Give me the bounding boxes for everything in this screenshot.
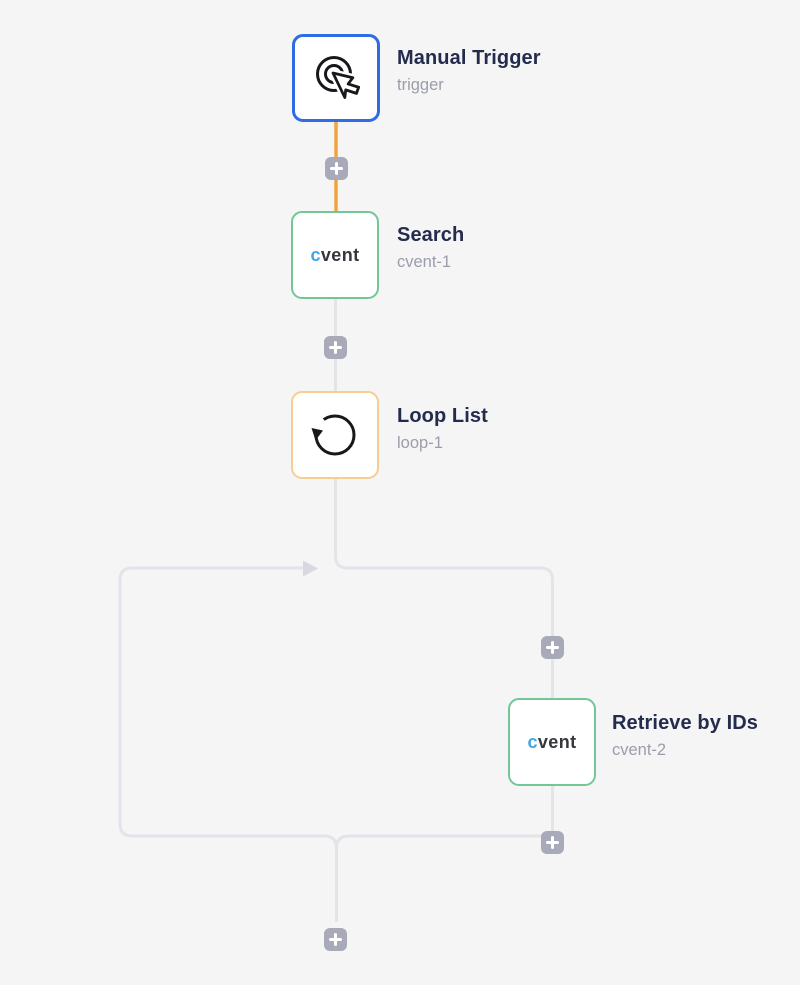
wire-body-exit xyxy=(335,834,553,922)
cvent-logo-rest: vent xyxy=(537,731,577,752)
node-label-loop-list: Loop List loop-1 xyxy=(397,405,488,452)
manual-trigger-icon xyxy=(316,56,362,102)
node-subtitle: cvent-1 xyxy=(397,253,452,271)
node-cvent-search[interactable]: cvent xyxy=(291,211,379,299)
node-label-search: Search cvent-1 xyxy=(397,224,464,271)
node-subtitle: loop-1 xyxy=(397,434,443,452)
node-label-manual-trigger: Manual Trigger trigger xyxy=(397,47,541,94)
node-loop-list[interactable] xyxy=(291,391,379,479)
node-title: Retrieve by IDs xyxy=(612,712,759,734)
add-step-button[interactable] xyxy=(325,157,348,180)
loop-icon xyxy=(310,414,356,456)
node-subtitle: cvent-2 xyxy=(612,741,667,759)
cvent-logo-rest: vent xyxy=(320,244,360,265)
node-subtitle: trigger xyxy=(397,76,444,94)
cvent-logo-c: c xyxy=(310,244,321,265)
cvent-logo: cvent xyxy=(310,245,359,266)
add-step-button[interactable] xyxy=(541,831,564,854)
cvent-logo: cvent xyxy=(527,732,576,753)
loop-return-arrow-icon xyxy=(303,560,318,577)
node-label-retrieve: Retrieve by IDs cvent-2 xyxy=(612,712,758,759)
add-step-button[interactable] xyxy=(541,636,564,659)
cvent-logo-c: c xyxy=(527,731,538,752)
add-step-button[interactable] xyxy=(324,336,347,359)
node-cvent-retrieve[interactable]: cvent xyxy=(508,698,596,786)
wire-loop-return xyxy=(118,566,338,849)
node-manual-trigger[interactable] xyxy=(292,34,380,122)
wire-loop-body xyxy=(334,477,554,700)
node-title: Search xyxy=(397,224,465,246)
node-title: Manual Trigger xyxy=(397,47,541,69)
node-title: Loop List xyxy=(397,405,488,427)
add-step-button[interactable] xyxy=(324,928,347,951)
